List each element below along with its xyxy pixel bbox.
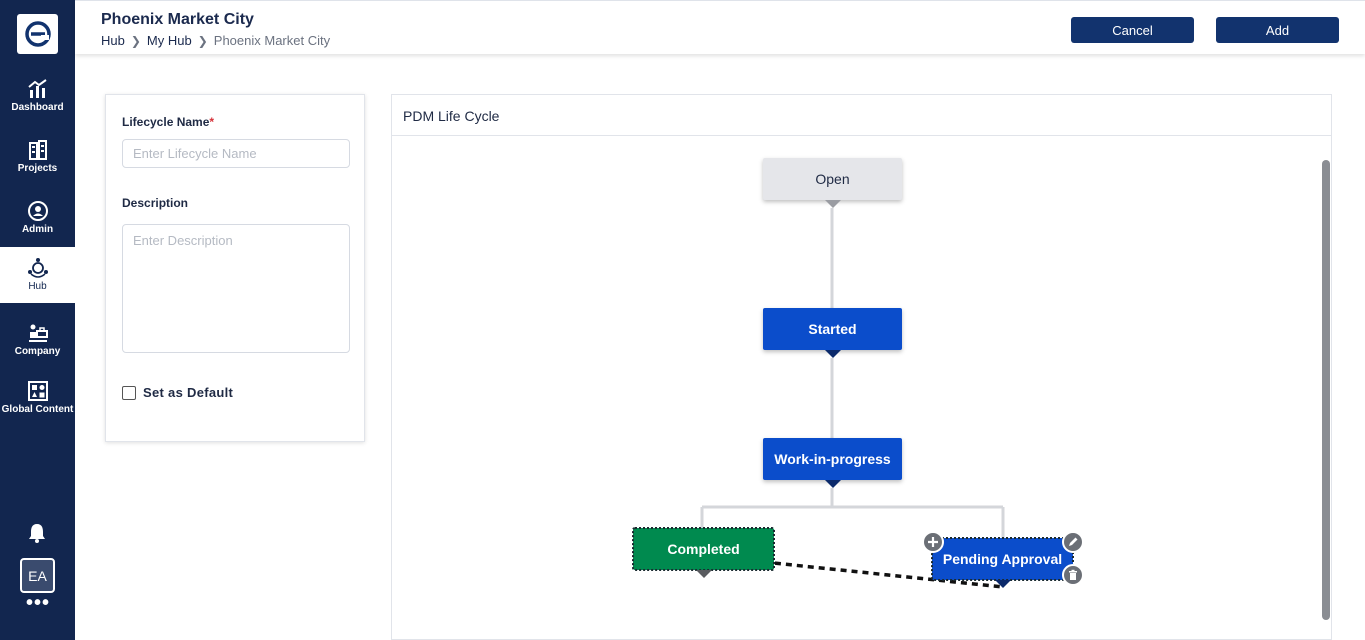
lifecycle-connectors: [700, 208, 1005, 589]
plus-icon: [928, 537, 938, 547]
add-node-button[interactable]: [922, 531, 944, 553]
state-node-pending-approval[interactable]: Pending Approval: [931, 537, 1074, 581]
breadcrumb-hub[interactable]: Hub: [101, 33, 125, 48]
description-label: Description: [122, 196, 189, 210]
divider: [392, 135, 1331, 136]
sidebar: Dashboard Projects Admin Hub: [0, 0, 75, 640]
scrollbar[interactable]: [1322, 160, 1330, 620]
header: Phoenix Market City Hub ❯ My Hub ❯ Phoen…: [75, 0, 1365, 54]
state-node-started[interactable]: Started: [763, 308, 902, 350]
set-default-row[interactable]: Set as Default: [122, 385, 233, 400]
edit-node-button[interactable]: [1062, 531, 1084, 553]
pencil-icon: [1069, 537, 1078, 546]
set-default-label[interactable]: Set as Default: [143, 385, 234, 400]
add-button[interactable]: Add: [1216, 17, 1339, 43]
chart-icon: [27, 79, 47, 98]
breadcrumb-current: Phoenix Market City: [213, 33, 331, 48]
sidebar-item-label: Projects: [17, 163, 58, 174]
page-title: Phoenix Market City: [101, 11, 254, 28]
sidebar-item-label: Global Content: [1, 404, 74, 415]
bell-icon[interactable]: [26, 522, 48, 544]
delete-node-button[interactable]: [1062, 564, 1084, 586]
state-node-open[interactable]: Open: [763, 158, 902, 200]
connector-wip-branches: [700, 488, 1005, 538]
sidebar-item-hub[interactable]: Hub: [0, 247, 75, 303]
description-input[interactable]: [122, 224, 350, 353]
sidebar-item-projects[interactable]: Projects: [0, 129, 75, 185]
chevron-right-icon: ❯: [130, 33, 141, 48]
global-content-icon: [27, 381, 48, 401]
sidebar-item-admin[interactable]: Admin: [0, 190, 75, 246]
hub-icon: [27, 258, 48, 278]
breadcrumb-my-hub[interactable]: My Hub: [146, 33, 192, 48]
sidebar-item-label: Dashboard: [11, 102, 64, 113]
lifecycle-name-input[interactable]: [122, 139, 350, 168]
state-node-completed[interactable]: Completed: [632, 527, 775, 571]
breadcrumb: Hub ❯ My Hub ❯ Phoenix Market City: [101, 33, 330, 48]
required-mark: *: [209, 115, 215, 129]
lifecycle-panel-title: PDM Life Cycle: [403, 108, 500, 124]
admin-icon: [27, 201, 48, 221]
company-icon: [28, 324, 48, 342]
sidebar-item-label: Company: [14, 346, 61, 357]
lifecycle-name-label-text: Lifecycle Name: [122, 115, 210, 129]
avatar[interactable]: EA: [20, 558, 55, 593]
cancel-button[interactable]: Cancel: [1071, 17, 1194, 43]
sidebar-item-dashboard[interactable]: Dashboard: [0, 68, 75, 124]
sidebar-item-global-content[interactable]: Global Content: [0, 368, 75, 428]
state-node-work-in-progress[interactable]: Work-in-progress: [763, 438, 902, 480]
building-icon: [28, 140, 47, 160]
lifecycle-panel: PDM Life Cycle Open Started Work-in-prog…: [391, 94, 1332, 640]
set-default-checkbox[interactable]: [122, 385, 136, 400]
more-icon[interactable]: •••: [26, 592, 51, 614]
lifecycle-name-label: Lifecycle Name*: [122, 115, 214, 129]
sidebar-item-label: Hub: [28, 281, 47, 292]
lifecycle-form: Lifecycle Name* Description Set as Defau…: [105, 94, 365, 442]
drag-link-dashed: [763, 560, 1004, 589]
trash-icon: [1069, 569, 1077, 580]
sidebar-item-company[interactable]: Company: [0, 312, 75, 368]
chevron-right-icon: ❯: [197, 33, 208, 48]
app-logo[interactable]: [17, 14, 58, 54]
e-logo-icon: [24, 21, 51, 47]
sidebar-item-label: Admin: [21, 224, 54, 235]
